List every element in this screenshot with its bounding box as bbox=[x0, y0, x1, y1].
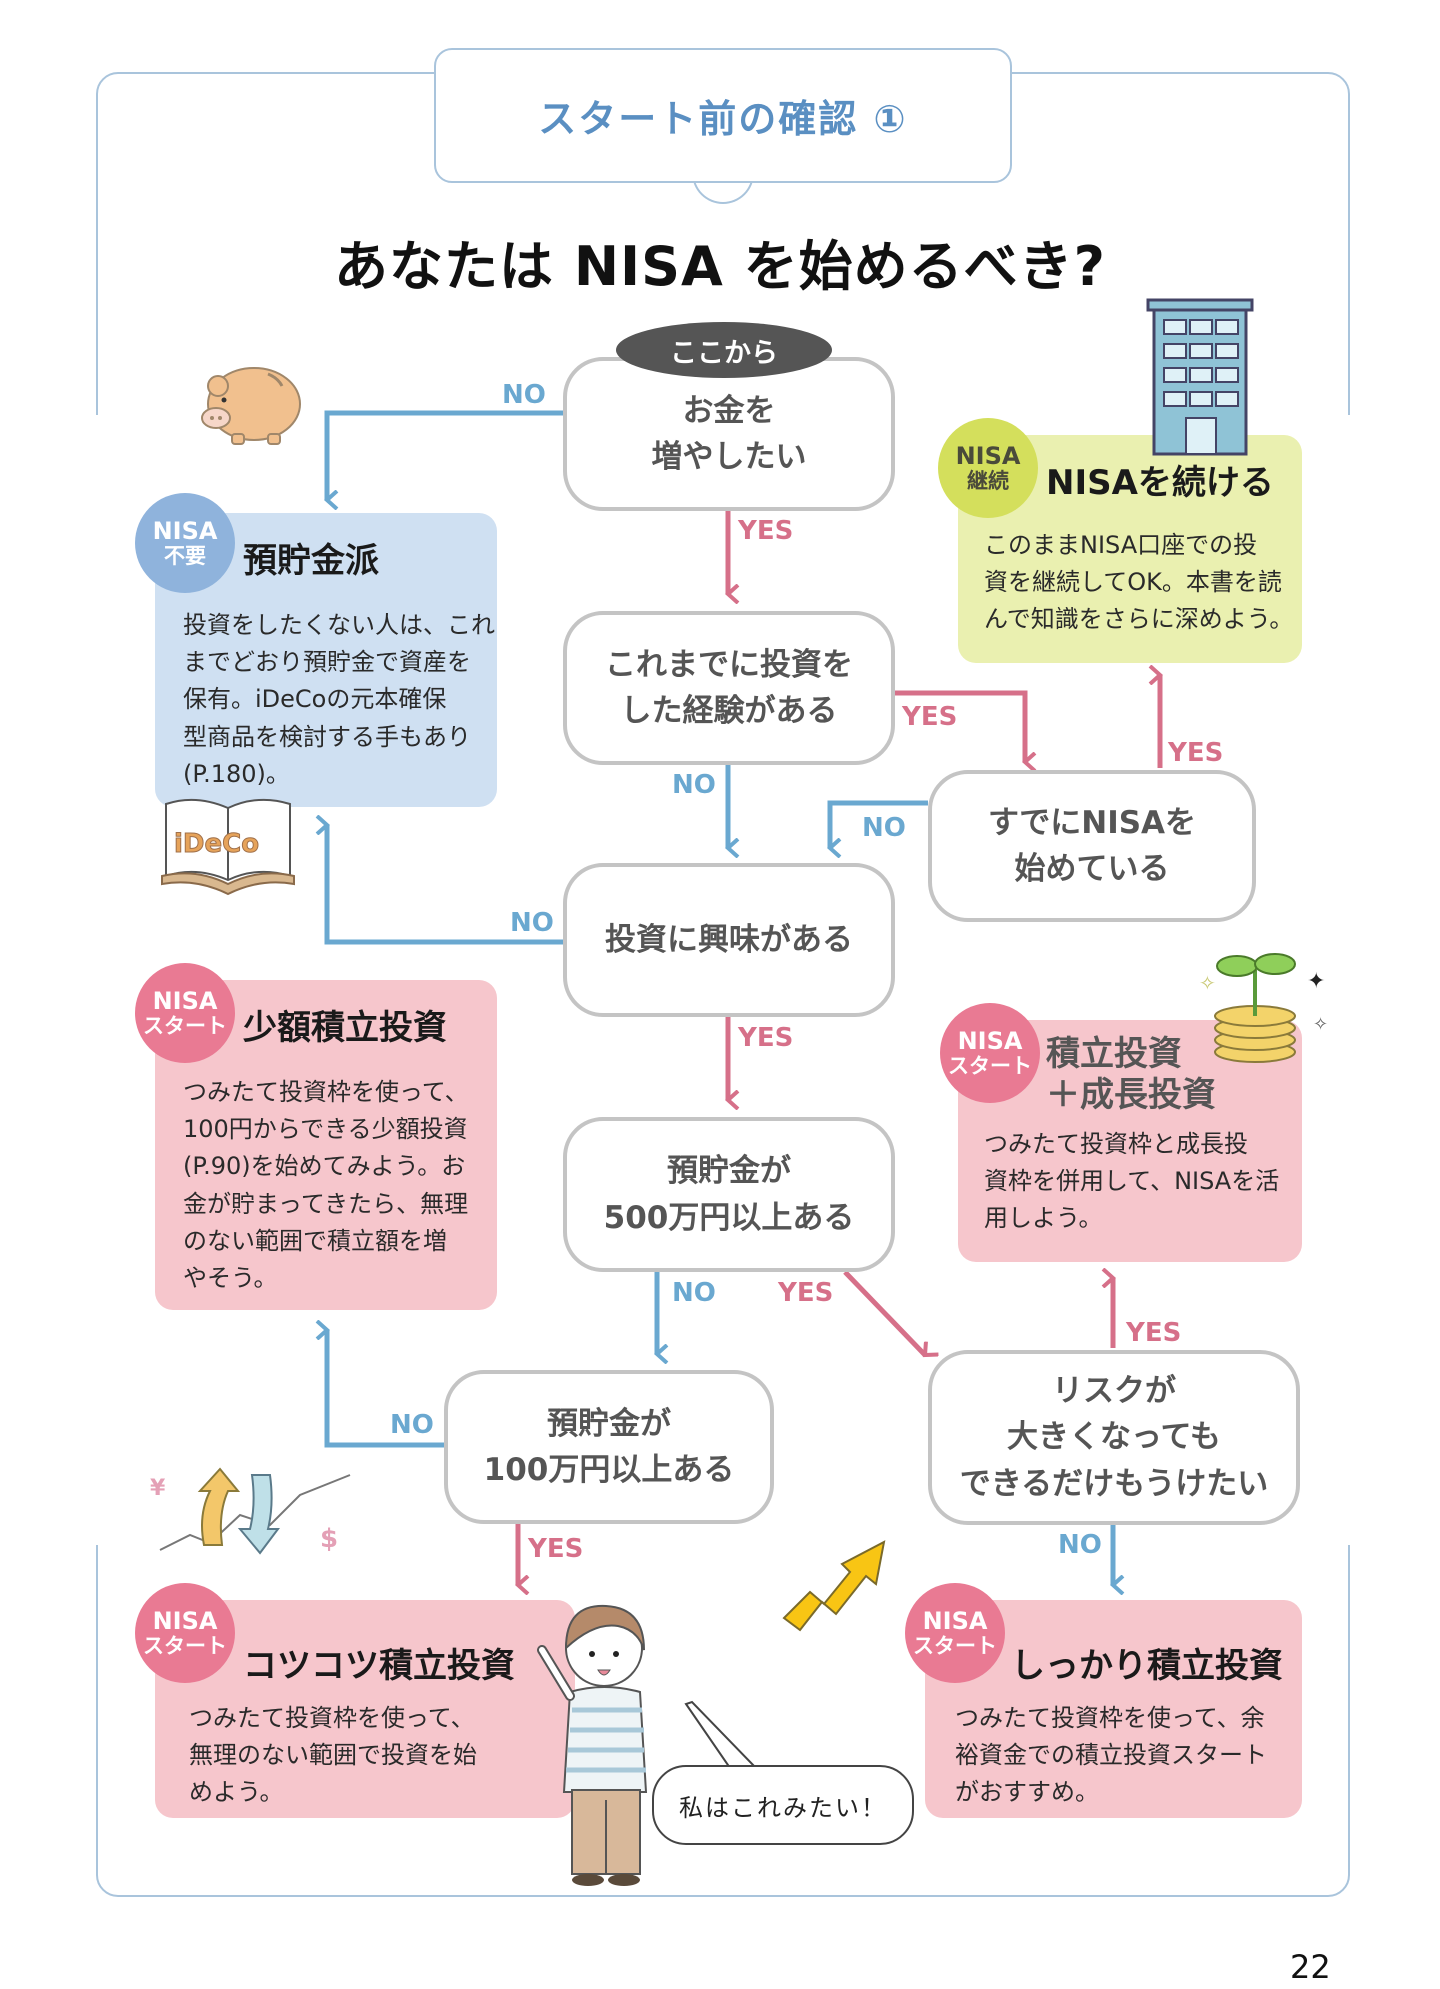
question-risk-tolerance: リスクが 大きくなっても できるだけもうけたい bbox=[928, 1350, 1300, 1525]
speech-bubble-tail bbox=[684, 1700, 759, 1769]
label-q4-yes: YES bbox=[778, 1278, 834, 1308]
ideco-book-text: iDeCo bbox=[174, 829, 259, 859]
result-continue-title: NISAを続ける bbox=[1046, 463, 1274, 503]
woman-character-icon bbox=[537, 1604, 648, 1886]
svg-text:✦: ✦ bbox=[1307, 969, 1325, 994]
result-growth-body: つみたて投資枠と成長投 資枠を併用して、NISAを活 用しよう。 bbox=[984, 1130, 1280, 1233]
label-q1-yes: YES bbox=[738, 516, 794, 546]
result-steady-title: コツコツ積立投資 bbox=[243, 1646, 515, 1686]
question-interest-in-investing: 投資に興味がある bbox=[563, 863, 895, 1017]
label-q5-yes: YES bbox=[528, 1534, 584, 1564]
label-q7-no: NO bbox=[1058, 1530, 1102, 1560]
label-q3-yes: YES bbox=[738, 1023, 794, 1053]
badge-nisa-start: NISA スタート bbox=[135, 1583, 235, 1683]
result-continue-body: このままNISA口座での投 資を継続してOK。本書を読 んで知識をさらに深めよう… bbox=[984, 531, 1294, 634]
svg-text:✧: ✧ bbox=[1199, 971, 1216, 995]
question-want-increase-money: お金を 増やしたい bbox=[563, 357, 895, 511]
label-q4-no: NO bbox=[672, 1278, 716, 1308]
result-continue-nisa: NISAを続ける このままNISA口座での投 資を継続してOK。本書を読 んで知… bbox=[958, 435, 1302, 663]
question-savings-1m: 預貯金が 100万円以上ある bbox=[444, 1370, 774, 1524]
result-savings: 預貯金派 投資をしたくない人は、これ までどおり預貯金で資産を 保有。iDeCo… bbox=[155, 513, 497, 807]
svg-text:¥: ¥ bbox=[150, 1476, 166, 1501]
label-q1-no: NO bbox=[502, 380, 546, 410]
label-q7-yes: YES bbox=[1126, 1318, 1182, 1348]
label-q6-no: NO bbox=[862, 813, 906, 843]
section-header: スタート前の確認 ① bbox=[434, 48, 1012, 183]
label-q5-no: NO bbox=[390, 1410, 434, 1440]
result-small-body: つみたて投資枠を使って、 100円からできる少額投資 (P.90)を始めてみよう… bbox=[183, 1078, 469, 1292]
badge-nisa-start: NISA スタート bbox=[940, 1003, 1040, 1103]
result-savings-body: 投資をしたくない人は、これ までどおり預貯金で資産を 保有。iDeCoの元本確保… bbox=[183, 611, 495, 788]
result-solid-title: しっかり積立投資 bbox=[1011, 1646, 1283, 1686]
up-arrow-icon bbox=[782, 1540, 886, 1632]
start-here-label: ここから bbox=[616, 322, 832, 378]
page-number: 22 bbox=[1290, 1948, 1331, 1986]
label-q2-no: NO bbox=[672, 770, 716, 800]
frame-gap-left bbox=[90, 415, 104, 1545]
frame-gap-right bbox=[1344, 415, 1358, 1545]
question-savings-5m: 預貯金が 500万円以上ある bbox=[563, 1117, 895, 1272]
svg-text:$: $ bbox=[320, 1524, 338, 1554]
result-small-title: 少額積立投資 bbox=[243, 1008, 447, 1048]
label-q2-yes: YES bbox=[902, 702, 958, 732]
badge-nisa-not-needed: NISA 不要 bbox=[135, 493, 235, 593]
ideco-book-icon: iDeCo bbox=[161, 798, 295, 896]
result-steady-body: つみたて投資枠を使って、 無理のない範囲で投資を始 めよう。 bbox=[189, 1704, 477, 1807]
result-growth-title: 積立投資 ＋成長投資 bbox=[1046, 1034, 1216, 1115]
question-investment-experience: これまでに投資を した経験がある bbox=[563, 611, 895, 765]
label-q6-yes: YES bbox=[1168, 738, 1224, 768]
building-icon bbox=[1146, 298, 1254, 456]
piggy-bank-icon bbox=[201, 367, 301, 445]
result-solid-body: つみたて投資枠を使って、余 裕資金での積立投資スタート がおすすめ。 bbox=[955, 1704, 1267, 1807]
badge-nisa-start: NISA スタート bbox=[905, 1583, 1005, 1683]
badge-nisa-continue: NISA 継続 bbox=[938, 418, 1038, 518]
section-header-label: スタート前の確認 ① bbox=[538, 97, 908, 141]
result-growth-investment: 積立投資 ＋成長投資 つみたて投資枠と成長投 資枠を併用して、NISAを活 用し… bbox=[958, 1020, 1302, 1262]
label-q3-no: NO bbox=[510, 908, 554, 938]
question-already-nisa: すでにNISAを 始めている bbox=[928, 770, 1256, 922]
page-title: あなたは NISA を始めるべき? bbox=[334, 235, 1106, 298]
badge-nisa-start: NISA スタート bbox=[135, 963, 235, 1063]
result-savings-title: 預貯金派 bbox=[243, 541, 379, 581]
svg-text:✧: ✧ bbox=[1313, 1014, 1328, 1035]
sprout-coins-icon: ✦ ✧ ✧ bbox=[1199, 953, 1328, 1063]
speech-bubble: 私はこれみたい！ bbox=[652, 1765, 914, 1845]
market-chart-icon: ¥ $ bbox=[150, 1467, 351, 1555]
